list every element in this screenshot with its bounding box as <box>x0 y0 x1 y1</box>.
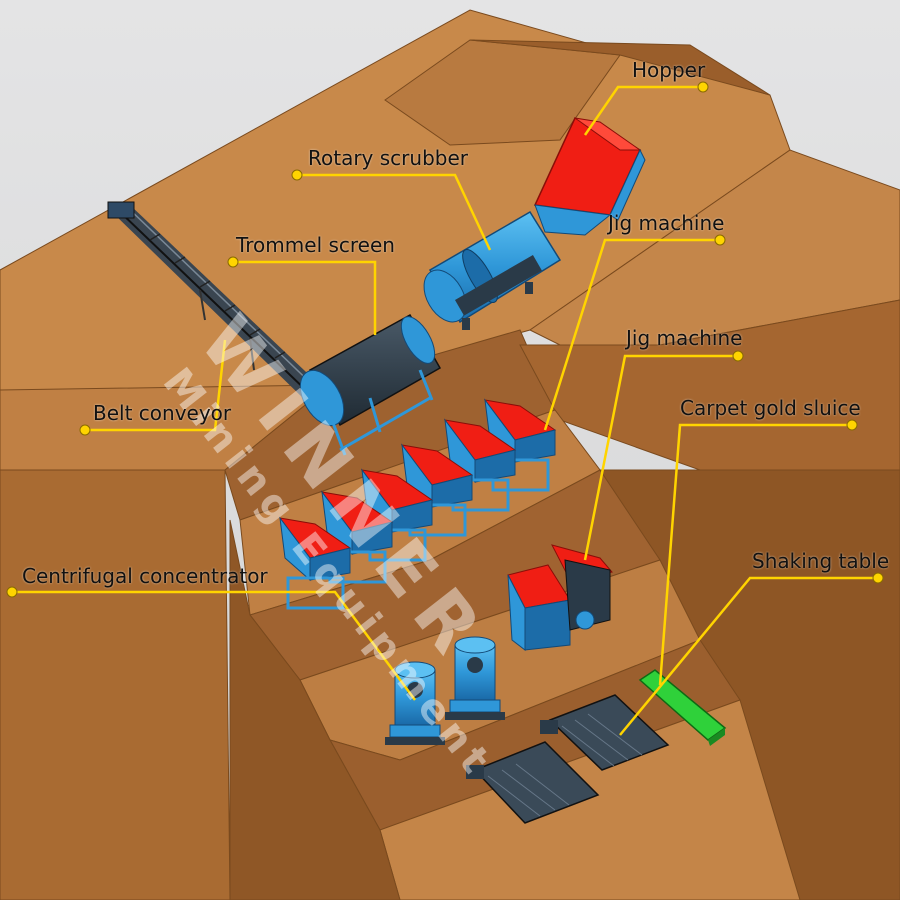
callout-line-shaking-table <box>619 576 878 736</box>
terrain-left-face <box>0 469 231 900</box>
label-trommel-screen: Trommel screen <box>236 233 395 257</box>
terrain-left-bottom-wall <box>229 519 401 900</box>
callout-line-belt-conveyor <box>85 339 227 432</box>
label-carpet-gold-sluice: Carpet gold sluice <box>680 396 861 420</box>
terrain-notch-wall <box>469 39 771 96</box>
callout-line-jig-upper <box>543 238 720 431</box>
label-centrifugal-concentrator: Centrifugal concentrator <box>22 564 268 588</box>
label-hopper: Hopper <box>632 58 706 82</box>
centrifuge-unit <box>385 661 445 745</box>
jig-machine-lower <box>507 544 613 652</box>
label-jig-machine-lower: Jig machine <box>626 326 743 350</box>
callout-lines <box>12 85 878 736</box>
jig-unit <box>443 418 517 512</box>
label-rotary-scrubber: Rotary scrubber <box>308 146 468 170</box>
trommel-screen <box>299 313 442 456</box>
carpet-gold-sluice <box>638 669 727 746</box>
shaking-tables <box>466 694 670 824</box>
jig-unit <box>278 516 352 610</box>
jig-machines-upper <box>278 398 557 610</box>
callout-line-hopper <box>583 85 703 136</box>
label-shaking-table: Shaking table <box>752 549 890 573</box>
callout-dots <box>6 81 884 598</box>
rotary-scrubber <box>423 210 562 330</box>
centrifugal-concentrators <box>385 636 505 745</box>
terrain-notch <box>384 39 621 146</box>
callout-line-jig-lower <box>583 354 738 561</box>
label-belt-conveyor: Belt conveyor <box>93 401 232 425</box>
centrifuge-unit <box>445 636 505 720</box>
label-jig-machine-upper: Jig machine <box>608 211 725 235</box>
belt-conveyor <box>107 201 325 400</box>
callout-line-rotary-scrubber <box>297 173 492 251</box>
callout-line-carpet-sluice <box>658 423 852 686</box>
callout-line-trommel-screen <box>233 260 377 335</box>
callout-line-centrifugal <box>12 590 417 701</box>
